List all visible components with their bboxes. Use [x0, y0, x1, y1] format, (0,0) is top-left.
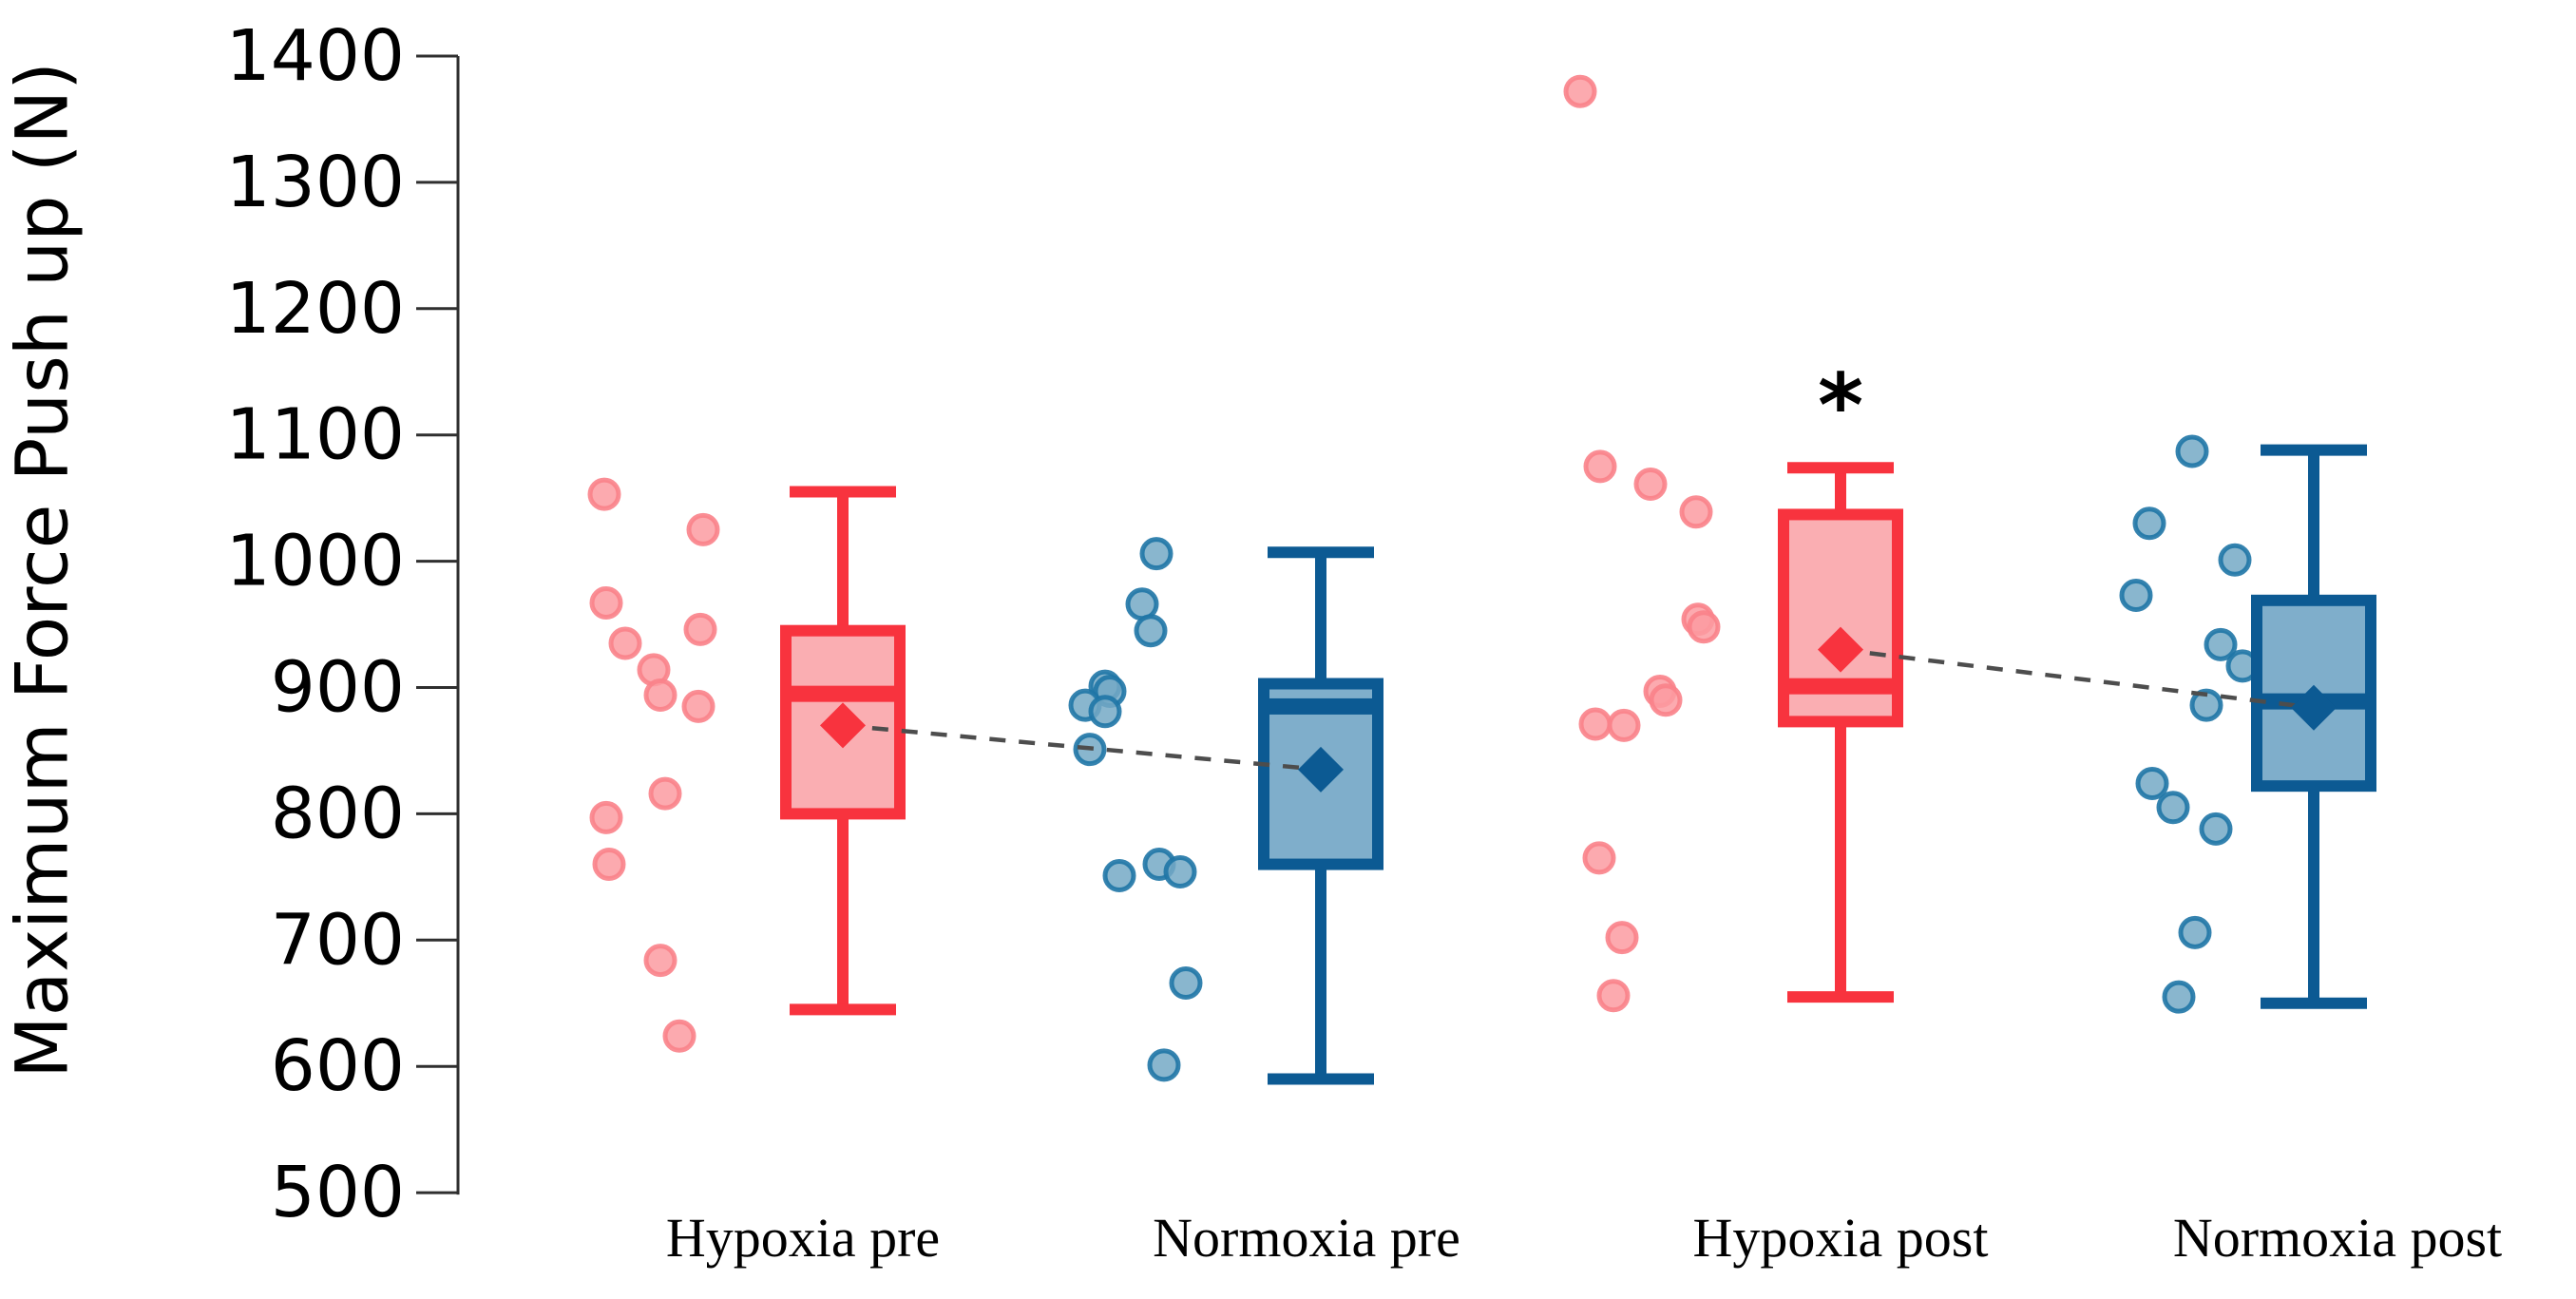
data-point: [589, 585, 623, 620]
data-point: [1147, 1048, 1181, 1082]
data-point: [592, 848, 626, 882]
data-point: [1679, 495, 1713, 529]
y-tick-label: 500: [271, 1152, 405, 1233]
data-point: [1649, 683, 1683, 717]
median-line: [792, 685, 894, 702]
mean-diamond: [820, 702, 866, 749]
data-point: [1102, 859, 1136, 893]
mean-connector-line: [1840, 647, 2315, 710]
data-point: [2175, 434, 2209, 468]
data-point: [643, 678, 677, 712]
significance-asterisk: *: [1818, 354, 1863, 456]
median-line: [1789, 678, 1892, 695]
data-point: [2156, 791, 2190, 825]
data-point: [589, 800, 623, 834]
y-tick-label: 1000: [226, 521, 405, 602]
data-point: [1583, 449, 1617, 484]
scatter-group-normoxia-post: [2119, 434, 2260, 1014]
data-point: [2204, 627, 2238, 661]
data-point: [2132, 506, 2166, 541]
data-point: [1582, 841, 1616, 875]
data-point: [662, 1019, 696, 1053]
box-group-hypoxia-pre: [780, 486, 906, 1016]
data-point: [1578, 707, 1612, 741]
data-point: [2199, 812, 2233, 846]
y-axis: 1400 1300 1200 1100 1000 900 800 700 600 500: [226, 15, 460, 1233]
median-line: [1269, 697, 1372, 715]
data-point: [1605, 921, 1639, 955]
y-tick-label: 1200: [226, 268, 405, 350]
mean-diamond: [1818, 626, 1863, 673]
x-category-label: Normoxia pre: [1153, 1207, 1460, 1269]
data-point: [2135, 767, 2169, 801]
data-point: [2218, 543, 2252, 577]
data-point: [587, 477, 621, 511]
y-tick-label: 1100: [226, 394, 405, 476]
data-point: [643, 944, 677, 978]
box-group-hypoxia-post: [1778, 462, 1903, 1003]
mean-connector-line: [842, 723, 1322, 773]
data-point: [2119, 578, 2153, 612]
x-category-label: Hypoxia pre: [666, 1207, 940, 1269]
scatter-group-hypoxia-pre: [587, 477, 720, 1053]
data-point: [1687, 610, 1721, 644]
data-point: [1607, 708, 1641, 742]
data-point: [1139, 537, 1174, 571]
data-point: [1596, 979, 1631, 1013]
y-tick-label: 1300: [226, 142, 405, 223]
data-point: [648, 776, 682, 811]
data-point: [681, 689, 716, 723]
y-tick-label: 700: [271, 899, 405, 981]
x-category-label: Hypoxia post: [1693, 1207, 1989, 1269]
data-point: [2189, 688, 2223, 722]
data-point: [2178, 915, 2212, 949]
y-tick-label: 900: [271, 647, 405, 729]
data-point: [1563, 74, 1597, 108]
y-tick-label: 600: [271, 1025, 405, 1107]
box-group-normoxia-pre: [1258, 546, 1383, 1085]
data-point: [683, 612, 717, 646]
y-tick-label: 1400: [226, 15, 405, 97]
mean-diamond: [1298, 746, 1344, 793]
x-category-label: Normoxia post: [2173, 1207, 2502, 1269]
data-point: [1088, 695, 1122, 729]
mean-diamond: [2291, 684, 2337, 731]
data-point: [608, 626, 642, 660]
data-point: [1169, 965, 1203, 1000]
data-point: [686, 512, 720, 546]
y-tick-label: 800: [271, 773, 405, 854]
data-point: [1163, 855, 1197, 889]
data-point: [1134, 614, 1168, 648]
scatter-group-hypoxia-post: [1563, 74, 1721, 1013]
box-group-normoxia-post: [2251, 444, 2376, 1009]
iqr-box: [2251, 594, 2376, 793]
data-point: [2162, 980, 2196, 1014]
scatter-group-normoxia-pre: [1068, 537, 1203, 1082]
data-point: [1633, 468, 1668, 502]
